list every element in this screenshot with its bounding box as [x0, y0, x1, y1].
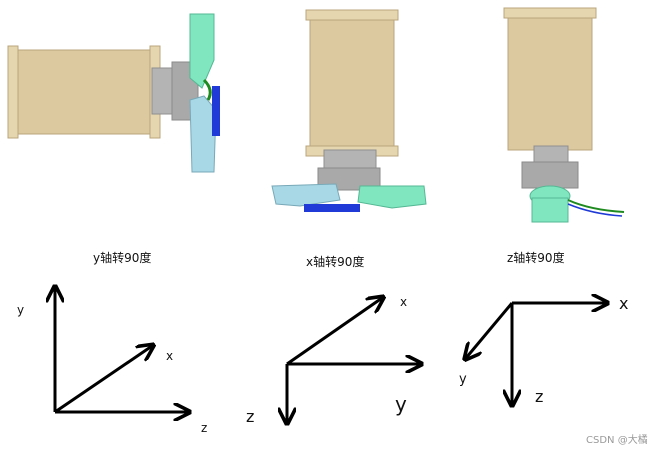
model-body — [309, 13, 395, 153]
axis-label-y: y — [459, 372, 467, 387]
caption-z-rotation: z轴转90度 — [507, 250, 565, 265]
axis-label-z: z — [201, 421, 207, 435]
body-flange-top — [305, 9, 399, 21]
axis-label-y: y — [395, 392, 407, 416]
axis-label-x: x — [619, 294, 628, 313]
fan-blade-green — [357, 185, 427, 209]
axes-set-3 — [466, 303, 606, 404]
fan-blade-green — [189, 13, 215, 89]
wire-bundle-blue — [567, 203, 623, 217]
axes-set-2 — [287, 298, 420, 422]
model-view-z-rotation — [503, 7, 625, 223]
watermark: CSDN @大橘 — [586, 433, 648, 446]
wire-bundle — [567, 199, 625, 213]
green-wire — [202, 78, 212, 101]
axis-label-x: x — [400, 295, 407, 309]
shaft-collar — [521, 161, 579, 189]
axes-set-1 — [55, 288, 188, 412]
fan-blade-cyan — [189, 95, 217, 173]
shaft — [533, 145, 569, 165]
caption-y-rotation: y轴转90度 — [93, 250, 151, 265]
axis-label-y: y — [17, 303, 24, 317]
fan-blade-cyan — [271, 183, 341, 207]
model-view-x-rotation — [271, 9, 427, 212]
model-body — [507, 13, 593, 151]
axis-label-z: z — [535, 387, 543, 406]
fan-base-cyan — [531, 197, 569, 223]
axis-x-arrow — [286, 298, 382, 366]
model-view-y-rotation — [7, 13, 220, 173]
body-flange-left — [7, 45, 19, 139]
axis-label-z: z — [246, 407, 254, 426]
blue-part — [304, 204, 360, 212]
shaft — [323, 149, 377, 171]
axis-label-x: x — [166, 349, 173, 363]
axis-y-arrow — [466, 302, 514, 358]
caption-x-rotation: x轴转90度 — [306, 254, 364, 269]
axis-x-arrow — [54, 346, 152, 414]
body-flange-top — [503, 7, 597, 19]
blue-part — [212, 86, 220, 136]
model-body — [11, 49, 158, 135]
